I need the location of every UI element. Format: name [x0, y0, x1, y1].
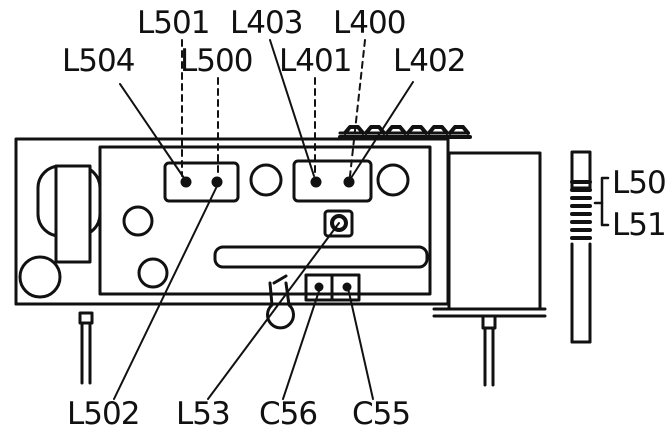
coil-box-left	[163, 161, 240, 203]
trimmer-boxes	[304, 273, 361, 302]
left-component	[18, 164, 102, 299]
label-l501: L501	[137, 5, 210, 41]
label-l500: L500	[180, 43, 253, 79]
leader-lines	[113, 39, 414, 400]
rod-coil	[570, 150, 610, 344]
l53-core	[323, 209, 354, 238]
label-l50: L50	[612, 165, 667, 201]
chassis-holes	[122, 163, 410, 289]
label-l402: L402	[393, 43, 466, 79]
label-l51: L51	[612, 207, 667, 243]
mounting-legs	[78, 311, 497, 387]
label-l504: L504	[62, 43, 135, 79]
label-l403: L403	[230, 5, 303, 41]
bracket-bar	[213, 245, 429, 269]
label-l401: L401	[279, 43, 352, 79]
top-connector-strip	[338, 125, 472, 139]
coil-box-right	[292, 159, 373, 203]
label-c55: C55	[352, 396, 411, 432]
label-c56: C56	[259, 396, 318, 432]
label-l400: L400	[333, 5, 406, 41]
right-cover-box	[432, 151, 547, 318]
trimmer-shaft	[266, 274, 295, 330]
label-l502: L502	[67, 396, 140, 432]
label-l53: L53	[176, 396, 231, 432]
